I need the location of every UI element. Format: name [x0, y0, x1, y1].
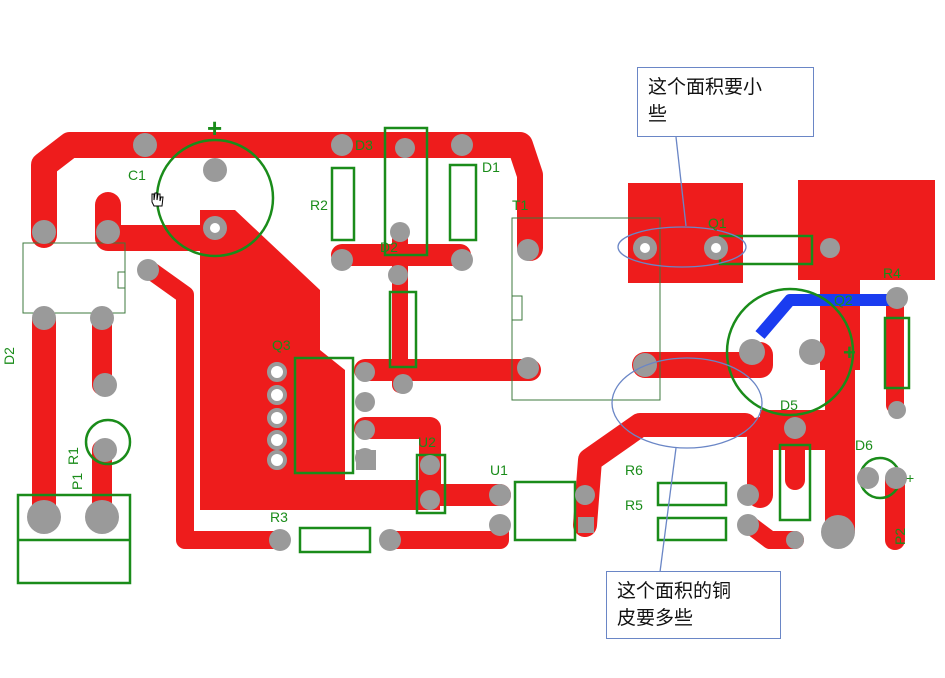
label-u2: U2: [418, 434, 436, 450]
drill-holes: [210, 223, 721, 253]
ellipse-top: [617, 226, 747, 268]
callout-top: 这个面积要小 些: [637, 67, 814, 137]
pour-c1-q3: [200, 210, 440, 510]
d3-outline: [383, 126, 429, 257]
plus-c1: +: [207, 113, 222, 143]
annotations: [611, 136, 763, 573]
trace-c1-link: [95, 192, 218, 251]
u2-outline: [415, 453, 447, 515]
r2-outline: [330, 166, 356, 242]
hand-cursor-icon: [151, 192, 164, 207]
copper-layer: [31, 132, 905, 550]
label-d1: D1: [482, 159, 500, 175]
label-u1: U1: [490, 462, 508, 478]
q3-outline: [293, 356, 355, 475]
label-c1: C1: [128, 167, 146, 183]
ellipse-bottom: [611, 357, 763, 449]
designators: C1 R2 D3 D1 T1 Q1 Q2 R4 D2 U2 D5 D6 Q3 U…: [1, 113, 914, 545]
d1-outline: [448, 163, 478, 242]
callout-bottom-line2: 皮要多些: [617, 607, 694, 629]
label-d6: D6: [855, 437, 873, 453]
pads: [27, 133, 908, 551]
r6-outline: [656, 481, 728, 507]
callout-top-line1: 这个面积要小: [648, 76, 763, 98]
label-t1: T1: [512, 197, 529, 213]
r5-outline: [656, 516, 728, 542]
label-q1: Q1: [708, 215, 727, 231]
trace-r3-loop: [141, 261, 289, 549]
silkscreen-layer: [16, 126, 911, 585]
plus-d6: +: [906, 470, 914, 486]
label-q2: Q2: [834, 292, 853, 308]
u1-outline: [513, 480, 577, 542]
label-p2: P2: [892, 528, 908, 545]
r3-outline: [298, 526, 372, 554]
d5-outline: [778, 443, 812, 522]
trace-top-loop: [31, 132, 543, 261]
copper-pours: [200, 180, 935, 510]
d1b-outline: [388, 290, 418, 369]
label-d2-left: D2: [1, 347, 17, 365]
label-p1: P1: [69, 473, 85, 490]
trace-u1-r6: [573, 413, 757, 537]
label-r6: R6: [625, 462, 643, 478]
q3-pads-white: [267, 362, 287, 470]
trace-r3-u1: [381, 516, 509, 549]
callout-top-line2: 些: [648, 103, 668, 125]
callout-bottom: 这个面积的铜 皮要多些: [606, 571, 781, 639]
label-r5: R5: [625, 497, 643, 513]
label-r4: R4: [883, 265, 901, 281]
label-d3: D3: [355, 137, 373, 153]
transformer-outlines: [22, 217, 661, 401]
top-layer-trace: [755, 294, 900, 339]
callout-bottom-line1: 这个面积的铜: [617, 580, 732, 602]
plus-q2: +: [843, 340, 856, 365]
q2-outline: [725, 287, 855, 417]
label-r1: R1: [65, 447, 81, 465]
label-d5: D5: [780, 397, 798, 413]
label-q3: Q3: [272, 337, 291, 353]
label-d2-top: D2: [380, 239, 398, 255]
pour-q2: [798, 180, 935, 280]
d2-outline: [22, 242, 126, 314]
r4-outline: [883, 316, 911, 390]
r1-outline: [84, 418, 132, 466]
label-r2: R2: [310, 197, 328, 213]
label-r3: R3: [270, 509, 288, 525]
